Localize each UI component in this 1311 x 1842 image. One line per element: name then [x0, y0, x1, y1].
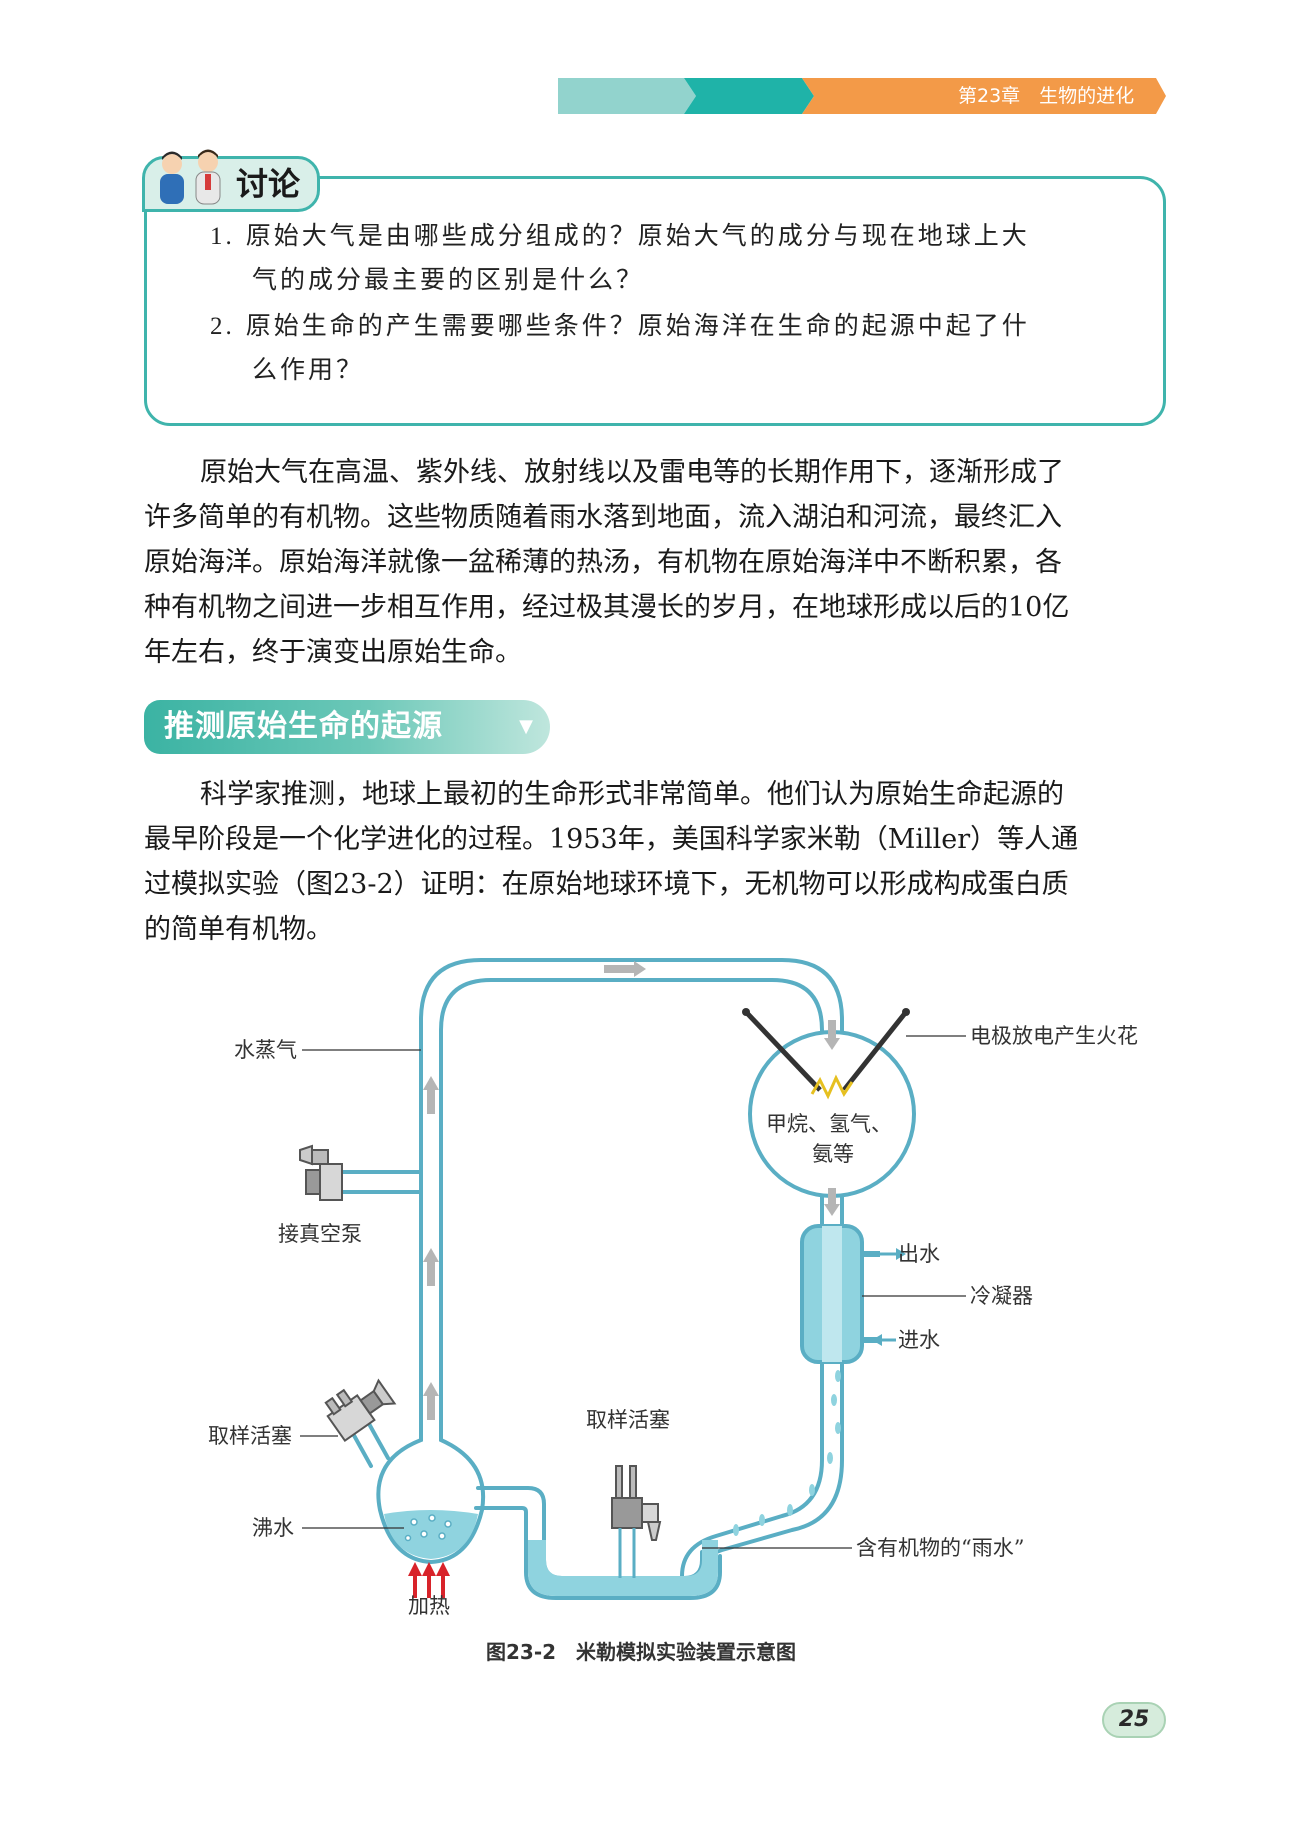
label-heating: 加热	[408, 1594, 450, 1618]
label-water-out: 出水	[898, 1242, 940, 1266]
question-2-line-1: 2. 原始生命的产生需要哪些条件？原始海洋在生命的起源中起了什	[210, 304, 1030, 349]
question-1-text-1: 原始大气是由哪些成分组成的？原始大气的成分与现在地球上大	[245, 221, 1030, 250]
label-vacuum-pump: 接真空泵	[278, 1222, 362, 1246]
flow-arrow-icon	[824, 1038, 840, 1050]
label-boiling-water: 沸水	[252, 1516, 294, 1540]
chapter-header-band	[558, 78, 1166, 114]
discussion-box	[144, 176, 1166, 426]
paragraph-line: 年左右，终于演变出原始生命。	[144, 637, 522, 668]
label-gases-line-2: 氨等	[812, 1142, 854, 1166]
question-2-text-2: 么作用？	[252, 355, 365, 384]
water-in-arrow-icon	[872, 1334, 882, 1346]
question-2-number: 2.	[210, 313, 235, 340]
page-number: 25	[1118, 1707, 1150, 1732]
paragraph-primitive-atmosphere: 原始大气在高温、紫外线、放射线以及雷电等的长期作用下，逐渐形成了 许多简单的有机…	[144, 450, 1168, 675]
students-discussion-icon	[160, 149, 221, 205]
figure-caption: 图23-2 米勒模拟实验装置示意图	[486, 1640, 797, 1664]
flow-arrow-icon	[824, 1204, 840, 1216]
paragraph-miller-experiment: 科学家推测，地球上最初的生命形式非常简单。他们认为原始生命起源的 最早阶段是一个…	[144, 772, 1168, 952]
label-electrode: 电极放电产生火花	[970, 1024, 1138, 1048]
paragraph-line: 科学家推测，地球上最初的生命形式非常简单。他们认为原始生命起源的	[200, 779, 1064, 810]
label-steam: 水蒸气	[234, 1038, 297, 1062]
water-out-arrow-icon	[896, 1248, 906, 1260]
electrode-right	[842, 1010, 908, 1092]
boiling-flask	[376, 1420, 486, 1565]
question-1-text-2: 气的成分最主要的区别是什么？	[252, 265, 645, 294]
section-heading-pill	[144, 700, 550, 754]
page-number-badge	[1102, 1702, 1166, 1738]
label-water-in: 进水	[898, 1328, 940, 1352]
paragraph-line: 种有机物之间进一步相互作用，经过极其漫长的岁月，在地球形成以后的10亿	[144, 592, 1070, 623]
flow-arrow-icon	[423, 1248, 439, 1262]
question-1-line-1: 1. 原始大气是由哪些成分组成的？原始大气的成分与现在地球上大	[210, 214, 1030, 259]
label-condenser: 冷凝器	[970, 1284, 1033, 1308]
label-sampling-valve-bottom: 取样活塞	[586, 1408, 670, 1432]
label-sampling-valve-left: 取样活塞	[208, 1424, 292, 1448]
spark-icon	[810, 1074, 854, 1100]
flow-arrow-icon	[634, 961, 646, 977]
paragraph-line: 过模拟实验（图23-2）证明：在原始地球环境下，无机物可以形成构成蛋白质	[144, 869, 1069, 900]
question-1-number: 1.	[210, 223, 235, 250]
sampling-valve-bottom-icon	[611, 1465, 662, 1578]
sampling-valve-left-icon	[324, 1378, 397, 1443]
rain-water	[528, 1540, 718, 1596]
paragraph-line: 的简单有机物。	[144, 914, 333, 945]
flow-arrow-icon	[423, 1076, 439, 1090]
paragraph-line: 原始海洋。原始海洋就像一盆稀薄的热汤，有机物在原始海洋中不断积累，各	[144, 547, 1062, 578]
question-2-text-1: 原始生命的产生需要哪些条件？原始海洋在生命的起源中起了什	[245, 311, 1030, 340]
triangle-down-icon: ▼	[519, 716, 533, 737]
vacuum-valve-icon	[299, 1144, 343, 1201]
discussion-title: 讨论	[236, 165, 301, 203]
label-rain: 含有机物的“雨水”	[856, 1536, 1025, 1560]
paragraph-line: 最早阶段是一个化学进化的过程。1953年，美国科学家米勒（Miller）等人通	[144, 824, 1079, 855]
label-gases-line-1: 甲烷、氢气、	[766, 1112, 892, 1136]
section-title: 推测原始生命的起源	[164, 709, 443, 744]
flow-arrow-icon	[423, 1382, 439, 1396]
paragraph-line: 许多简单的有机物。这些物质随着雨水落到地面，流入湖泊和河流，最终汇入	[144, 502, 1062, 533]
electrode-left	[744, 1010, 822, 1092]
heat-arrows-icon	[408, 1562, 450, 1598]
chapter-title: 第23章 生物的进化	[958, 85, 1135, 107]
paragraph-line: 原始大气在高温、紫外线、放射线以及雷电等的长期作用下，逐渐形成了	[200, 457, 1064, 488]
